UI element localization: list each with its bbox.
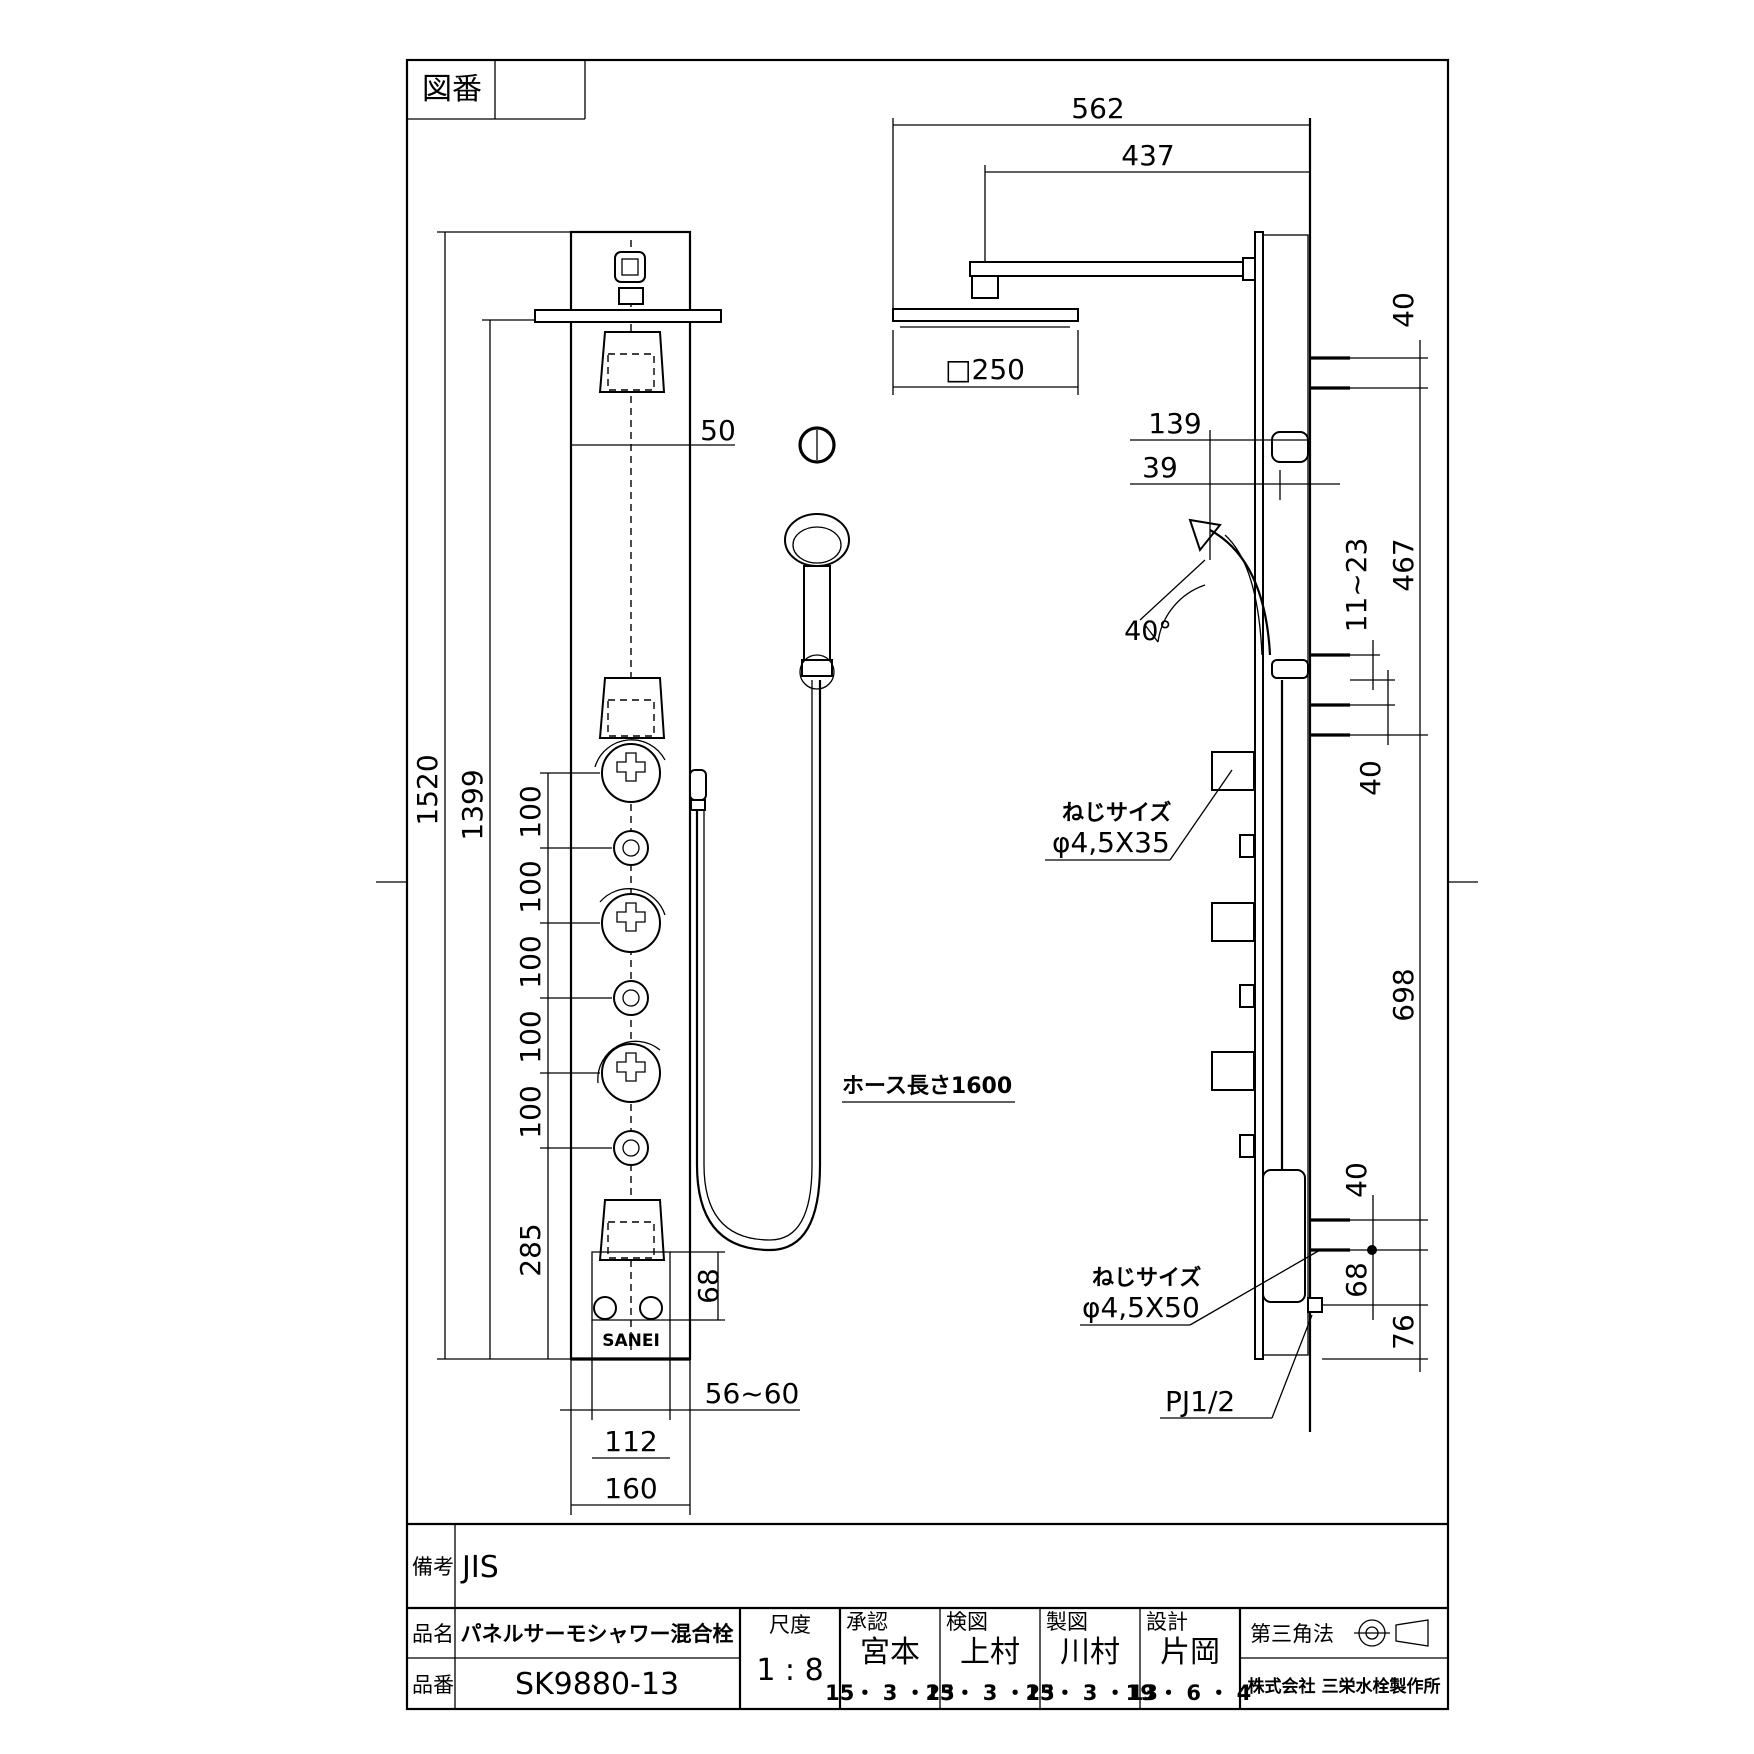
product-no: SK9880-13 — [515, 1667, 679, 1702]
approved-date: 15・ 3 ・23 — [825, 1681, 955, 1705]
hand-shower-head-icon — [784, 513, 850, 567]
dim-arm-reach: 437 — [1121, 139, 1174, 172]
dim-head-size: □250 — [945, 353, 1025, 386]
front-dimensions — [437, 231, 800, 1515]
upper-bracket-icon — [598, 331, 666, 393]
shower-hose-icon — [695, 680, 822, 1252]
title-block — [407, 1522, 1448, 1709]
dim-inlet-spacing: 56~60 — [705, 1377, 800, 1410]
dim-bottom-block: 68 — [692, 1268, 725, 1304]
lower-bracket-icon — [598, 1199, 666, 1261]
dim-holder-depth: 39 — [1142, 451, 1178, 484]
dim-screw-pitch-lower: 698 — [1387, 968, 1420, 1021]
diverter-knob-icon — [613, 1130, 649, 1166]
dim-screw-range: 11~23 — [1340, 538, 1373, 633]
dim-screw-set-top: 40 — [1387, 292, 1420, 328]
company-name: 株式会社 三栄水栓製作所 — [1248, 1676, 1441, 1697]
projection-label: 第三角法 — [1250, 1622, 1334, 1646]
hose-length-note: ホース長さ1600 — [842, 1074, 1012, 1099]
dim-screw-set-low: 40 — [1340, 1162, 1373, 1198]
front-view: SANEI — [534, 230, 850, 1361]
drawn-label: 製図 — [1046, 1610, 1088, 1634]
drawn-date: 15・ 3 ・19 — [1025, 1681, 1155, 1705]
dim-pitch-2: 100 — [514, 860, 547, 913]
checked-date: 15・ 3 ・23 — [925, 1681, 1055, 1705]
dim-pitch-1: 100 — [514, 785, 547, 838]
screw-label-2: ねじサイズ — [1092, 1265, 1201, 1291]
dim-total-height: 1520 — [411, 754, 444, 825]
dim-head-offset: 50 — [700, 414, 736, 447]
drawing-no-label: 図番 — [422, 72, 482, 107]
rain-head-side-icon — [892, 308, 1079, 322]
designed-date: 13・ 6 ・ 4 — [1129, 1681, 1251, 1705]
third-angle-projection-icon — [1354, 1619, 1429, 1647]
hand-shower-end-icon — [798, 426, 836, 464]
side-dimensions — [892, 118, 1428, 1419]
knob-side-icon — [1239, 1134, 1255, 1158]
scale-value: 1 : 8 — [756, 1653, 823, 1688]
checked-name: 上村 — [960, 1635, 1020, 1670]
handle-side-icon — [1211, 1051, 1255, 1091]
remarks-label: 備考 — [412, 1555, 454, 1579]
hand-shower-grip-icon — [803, 565, 831, 677]
lower-body-icon — [1262, 1169, 1306, 1303]
dim-inlet-centers: 112 — [604, 1425, 657, 1458]
knob-side-icon — [1239, 834, 1255, 858]
scale-label: 尺度 — [769, 1613, 811, 1637]
dim-hand-shower-angle: 40° — [1124, 616, 1172, 647]
designed-name: 片岡 — [1160, 1635, 1220, 1670]
remarks-value: JIS — [460, 1550, 499, 1585]
product-no-label: 品番 — [412, 1673, 454, 1697]
shower-arm-icon — [969, 261, 1256, 277]
approved-label: 承認 — [846, 1610, 888, 1634]
knob-side-icon — [1239, 984, 1255, 1008]
slide-holder-icon — [1271, 659, 1309, 679]
diverter-knob-icon — [613, 980, 649, 1016]
dim-pitch-3: 100 — [514, 935, 547, 988]
screw-size-2: φ4,5X50 — [1082, 1291, 1200, 1324]
pipe-thread-note: PJ1/2 — [1165, 1385, 1235, 1418]
flow-handle-icon — [601, 893, 661, 953]
sheet-frame — [376, 58, 1478, 1711]
inlet-right-icon — [639, 1296, 663, 1320]
screw-label-1: ねじサイズ — [1062, 800, 1171, 826]
dim-arm-total: 562 — [1071, 92, 1124, 125]
panel-profile — [1254, 231, 1264, 1360]
handle-side-icon — [1211, 751, 1255, 791]
product-name-label: 品名 — [412, 1622, 454, 1646]
dim-screw-set-mid: 40 — [1354, 760, 1387, 796]
handle-side-icon — [1211, 902, 1255, 942]
approved-name: 宮本 — [860, 1635, 920, 1670]
inlet-left-icon — [593, 1296, 617, 1320]
dim-screw-pitch-upper: 467 — [1387, 538, 1420, 591]
dim-side-bottom-76: 76 — [1387, 1314, 1420, 1350]
side-view — [892, 118, 1377, 1432]
dim-pitch-5: 100 — [514, 1085, 547, 1138]
dim-height-to-head: 1399 — [456, 769, 489, 840]
dim-pitch-4: 100 — [514, 1010, 547, 1063]
screw-size-1: φ4,5X35 — [1052, 826, 1170, 859]
dim-panel-width: 160 — [604, 1472, 657, 1505]
brand-mark: SANEI — [602, 1331, 660, 1351]
diverter-knob-icon — [613, 830, 649, 866]
inlet-nipple-icon — [1307, 1297, 1323, 1313]
checked-label: 検図 — [946, 1610, 988, 1634]
head-connector-icon — [614, 251, 646, 283]
dim-bottom-to-outlet: 285 — [514, 1223, 547, 1276]
dim-side-bottom-68: 68 — [1340, 1262, 1373, 1298]
product-name: パネルサーモシャワー混合栓 — [461, 1622, 734, 1646]
hand-holder-icon — [1271, 431, 1309, 463]
drawn-name: 川村 — [1060, 1635, 1120, 1670]
mid-bracket-icon — [598, 677, 666, 739]
thermostat-handle-icon — [601, 743, 661, 803]
shower-head-front-icon — [534, 309, 722, 323]
flow-handle-icon — [601, 1043, 661, 1103]
dim-holder-reach: 139 — [1148, 407, 1201, 440]
designed-label: 設計 — [1146, 1610, 1188, 1634]
hand-shower-side-icon — [1188, 518, 1222, 553]
